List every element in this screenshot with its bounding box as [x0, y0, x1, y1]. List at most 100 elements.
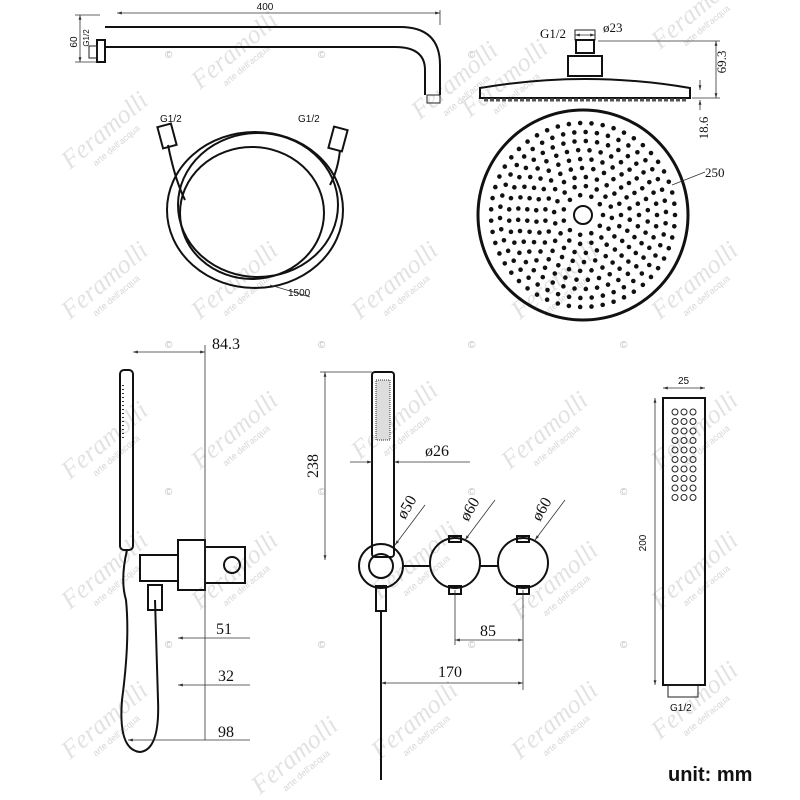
- spray-nozzle: [578, 295, 583, 301]
- head-height-label: 69.3: [714, 51, 729, 74]
- spray-nozzle: [612, 191, 617, 196]
- spray-nozzle: [631, 278, 636, 284]
- spray-nozzle: [624, 228, 630, 234]
- spray-nozzle: [583, 174, 589, 180]
- hand-shower-nozzle: [671, 484, 679, 492]
- spray-nozzle: [616, 277, 621, 283]
- spray-nozzle: [641, 170, 646, 175]
- spray-nozzle: [534, 219, 539, 224]
- spray-nozzle: [516, 146, 522, 152]
- spray-nozzle: [617, 223, 622, 229]
- spray-nozzle: [566, 158, 572, 164]
- spray-nozzle: [535, 166, 540, 171]
- spray-nozzle: [553, 153, 559, 159]
- spray-nozzle: [534, 133, 540, 138]
- spray-nozzle: [506, 218, 512, 223]
- spray-nozzle: [498, 227, 504, 232]
- spray-nozzle: [619, 172, 624, 177]
- shower-arm-drawing: 400 60 G1/2: [69, 2, 441, 104]
- spray-nozzle: [655, 159, 661, 165]
- spray-nozzle: [661, 169, 667, 174]
- spray-nozzle: [626, 180, 632, 186]
- spray-nozzle: [611, 299, 616, 305]
- spray-nozzle: [546, 256, 552, 262]
- spray-nozzle: [542, 265, 548, 271]
- spray-nozzle: [502, 261, 508, 266]
- spray-nozzle: [639, 240, 644, 246]
- spray-nozzle: [600, 212, 606, 218]
- dim-98-label: 98: [218, 724, 234, 741]
- spray-nozzle: [589, 157, 594, 162]
- spray-nozzle: [517, 250, 522, 256]
- hand-shower-nozzle: [689, 427, 697, 435]
- hand-shower-length-label: 200: [638, 534, 649, 551]
- spray-nozzle: [635, 150, 640, 155]
- spray-nozzle: [536, 196, 542, 202]
- spray-nozzle: [612, 247, 618, 252]
- hose-length-label: 1500: [288, 288, 311, 299]
- spray-nozzle: [618, 185, 624, 190]
- spray-nozzle: [560, 132, 566, 137]
- spray-nozzle: [587, 148, 592, 153]
- spray-nozzle: [517, 228, 523, 234]
- spray-nozzle: [552, 271, 558, 276]
- connector-diameter-label: ø23: [603, 20, 623, 35]
- valve1-diameter-label: ø60: [457, 495, 484, 524]
- spray-nozzle: [544, 158, 549, 164]
- handle-diameter-label: ø26: [425, 443, 449, 460]
- spray-nozzle: [594, 130, 600, 136]
- spray-nozzle: [505, 248, 511, 254]
- hand-shower-nozzle: [680, 408, 688, 416]
- spray-nozzle: [619, 238, 625, 244]
- spray-nozzle: [552, 186, 558, 192]
- spray-nozzle: [617, 201, 622, 207]
- spray-nozzle: [550, 135, 555, 141]
- spray-nozzle: [589, 194, 594, 200]
- spray-nozzle: [605, 143, 611, 148]
- copyright-mark: ©: [165, 640, 173, 651]
- spray-nozzle: [657, 242, 663, 248]
- spray-nozzle: [672, 212, 678, 218]
- spray-nozzle: [618, 212, 624, 218]
- hand-shower-drawing: 25 200 G1/2: [638, 376, 706, 714]
- spray-nozzle: [632, 190, 637, 196]
- spray-nozzle: [643, 196, 649, 202]
- spray-nozzle: [604, 242, 609, 248]
- spray-nozzle: [621, 295, 627, 300]
- spray-nozzle: [566, 266, 572, 272]
- spray-nozzle: [624, 195, 629, 200]
- spray-nozzle: [518, 195, 523, 200]
- spray-nozzle: [577, 232, 583, 238]
- hand-shower-nozzle: [689, 465, 697, 473]
- spray-nozzle: [512, 240, 517, 245]
- spray-nozzle: [563, 275, 568, 280]
- hose-thread-right: G1/2: [298, 114, 320, 125]
- spray-nozzle: [538, 176, 543, 181]
- spray-nozzle: [648, 274, 654, 280]
- copyright-mark: ©: [318, 340, 326, 351]
- hand-shower-nozzle: [680, 418, 688, 425]
- spray-nozzle: [566, 121, 572, 127]
- spray-nozzle: [639, 185, 645, 191]
- dim-32-label: 32: [218, 668, 234, 685]
- hand-shower-nozzle: [689, 484, 697, 492]
- depth-total-label: 84.3: [212, 336, 240, 353]
- spray-nozzle: [653, 201, 659, 207]
- spray-nozzle: [639, 271, 645, 276]
- spray-nozzle: [589, 304, 594, 309]
- head-thickness-label: 18.6: [696, 116, 711, 139]
- spray-nozzle: [542, 240, 548, 245]
- spray-nozzle: [651, 190, 656, 195]
- spray-nozzle: [522, 184, 527, 190]
- spray-nozzle: [566, 303, 572, 309]
- hand-shower-nozzle: [680, 484, 688, 492]
- spray-nozzle: [611, 289, 616, 295]
- hand-shower-nozzle: [671, 437, 679, 444]
- hand-shower-nozzle: [671, 446, 679, 454]
- spray-nozzle: [527, 229, 532, 235]
- hand-shower-nozzle: [689, 446, 697, 454]
- spray-nozzle: [561, 141, 566, 146]
- spray-nozzle: [526, 249, 532, 254]
- spray-nozzle: [523, 259, 529, 265]
- spray-nozzle: [594, 140, 600, 145]
